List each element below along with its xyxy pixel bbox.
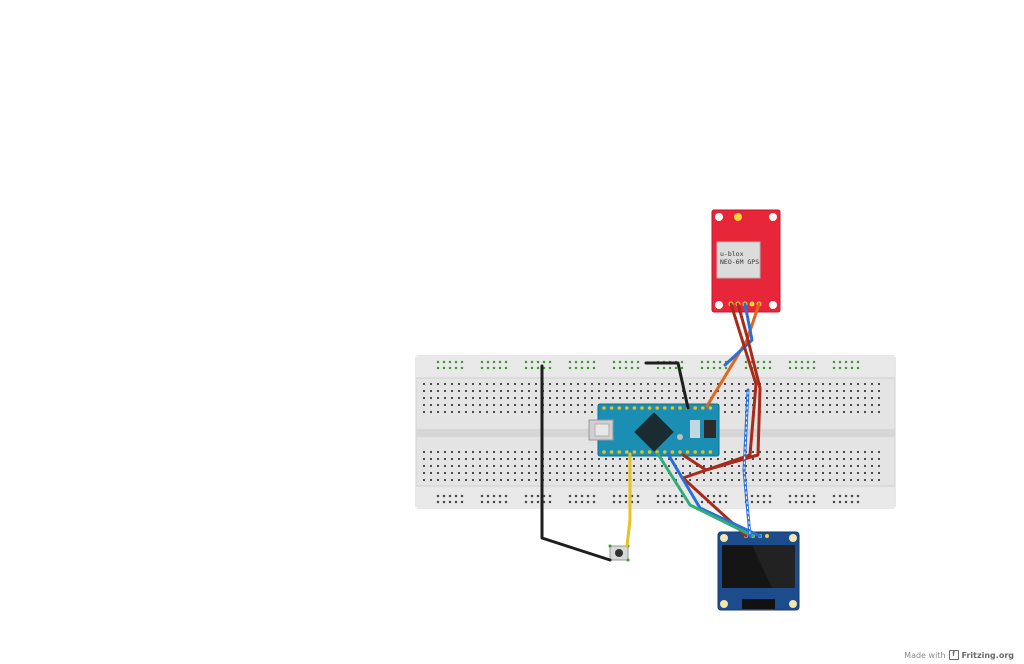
wire-green-oled [656, 452, 755, 538]
gps-label-line1: u-blox [720, 250, 744, 258]
icsp-header [704, 420, 716, 438]
wire-black-gnd [644, 361, 690, 410]
wire-red-power [681, 302, 762, 472]
arduino-nano [588, 403, 720, 457]
breadboard-holes [423, 360, 880, 504]
credit-brand: Fritzing.org [961, 650, 1015, 660]
oled-display [717, 531, 800, 611]
gps-label-line2: NEO-6M GPS [720, 258, 759, 266]
gps-chip [716, 241, 761, 279]
wire-yellow-button [625, 452, 632, 548]
fritzing-logo-icon: f [948, 650, 959, 660]
gps-module: u-blox NEO-6M GPS [711, 209, 781, 313]
microcontroller-chip [634, 412, 674, 452]
wire-blue-oled [666, 452, 762, 538]
reset-button [677, 434, 683, 440]
wire-white-stripe [743, 391, 751, 535]
fritzing-credit: Made with f Fritzing.org [904, 650, 1014, 660]
credit-prefix: Made with [904, 650, 946, 660]
wire-blue-gps [723, 302, 754, 367]
wires [540, 302, 762, 562]
wire-black-button [540, 364, 612, 562]
